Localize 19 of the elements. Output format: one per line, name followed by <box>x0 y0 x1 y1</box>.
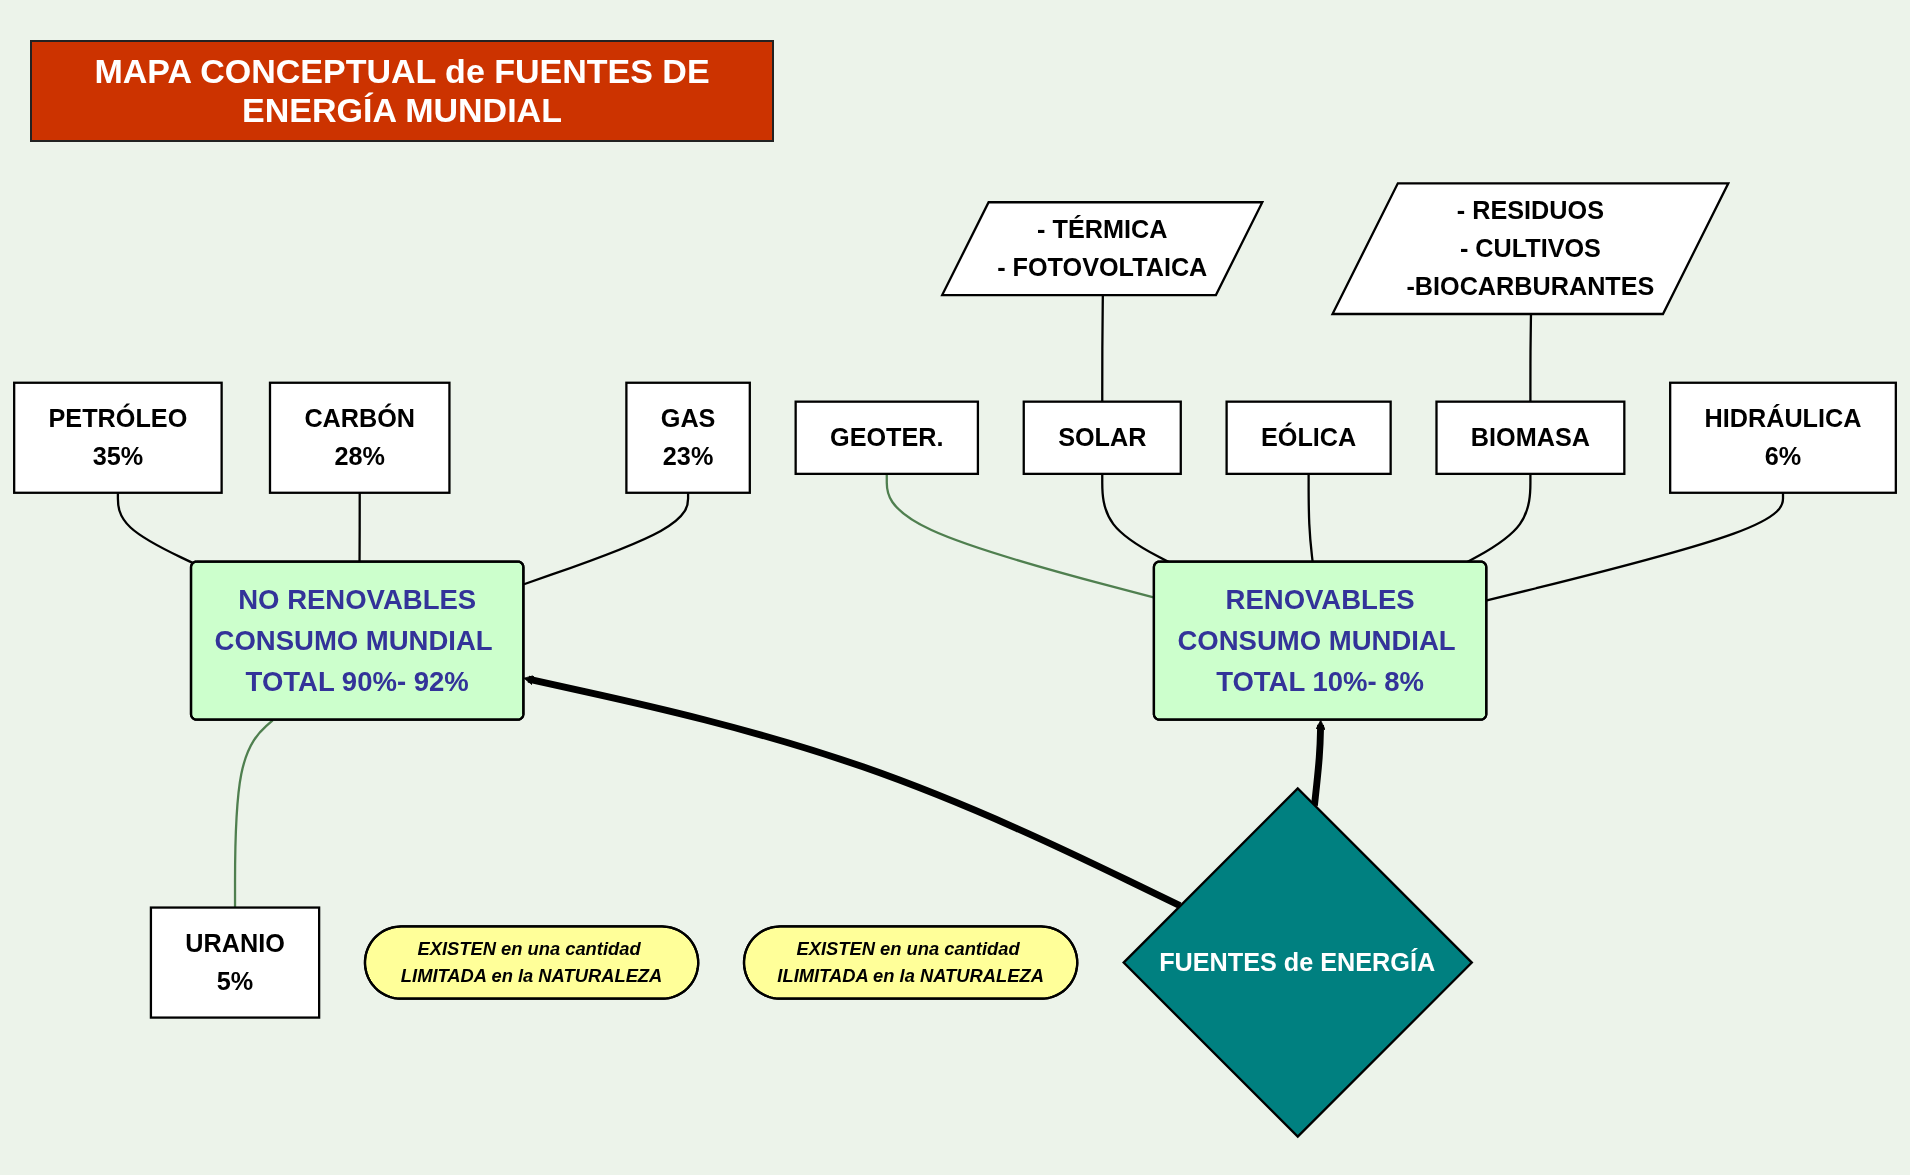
node-box: SOLAR <box>1022 400 1182 475</box>
connector <box>1486 492 1785 602</box>
node-box: GAS 23% <box>625 381 751 494</box>
node-box: URANIO 5% <box>149 906 321 1019</box>
connector <box>233 719 274 908</box>
connector <box>1101 295 1104 402</box>
node-box: PETRÓLEO 35% <box>13 381 223 494</box>
node-box: GEOTER. <box>794 400 980 475</box>
connector <box>1529 314 1533 402</box>
node-box: CARBÓN 28% <box>268 381 451 494</box>
node-box: BIOMASA <box>1435 400 1626 475</box>
node-box: EÓLICA <box>1225 400 1392 475</box>
arrow <box>1311 719 1326 807</box>
connector <box>116 492 195 565</box>
node-diamond: FUENTES de ENERGÍA <box>1122 786 1474 1139</box>
connector <box>523 492 690 586</box>
node-box: HIDRÁULICA 6% <box>1669 381 1897 494</box>
title-banner: MAPA CONCEPTUAL de FUENTES DE ENERGÍA MUNDIAL <box>30 40 774 142</box>
arrow <box>523 675 1182 909</box>
